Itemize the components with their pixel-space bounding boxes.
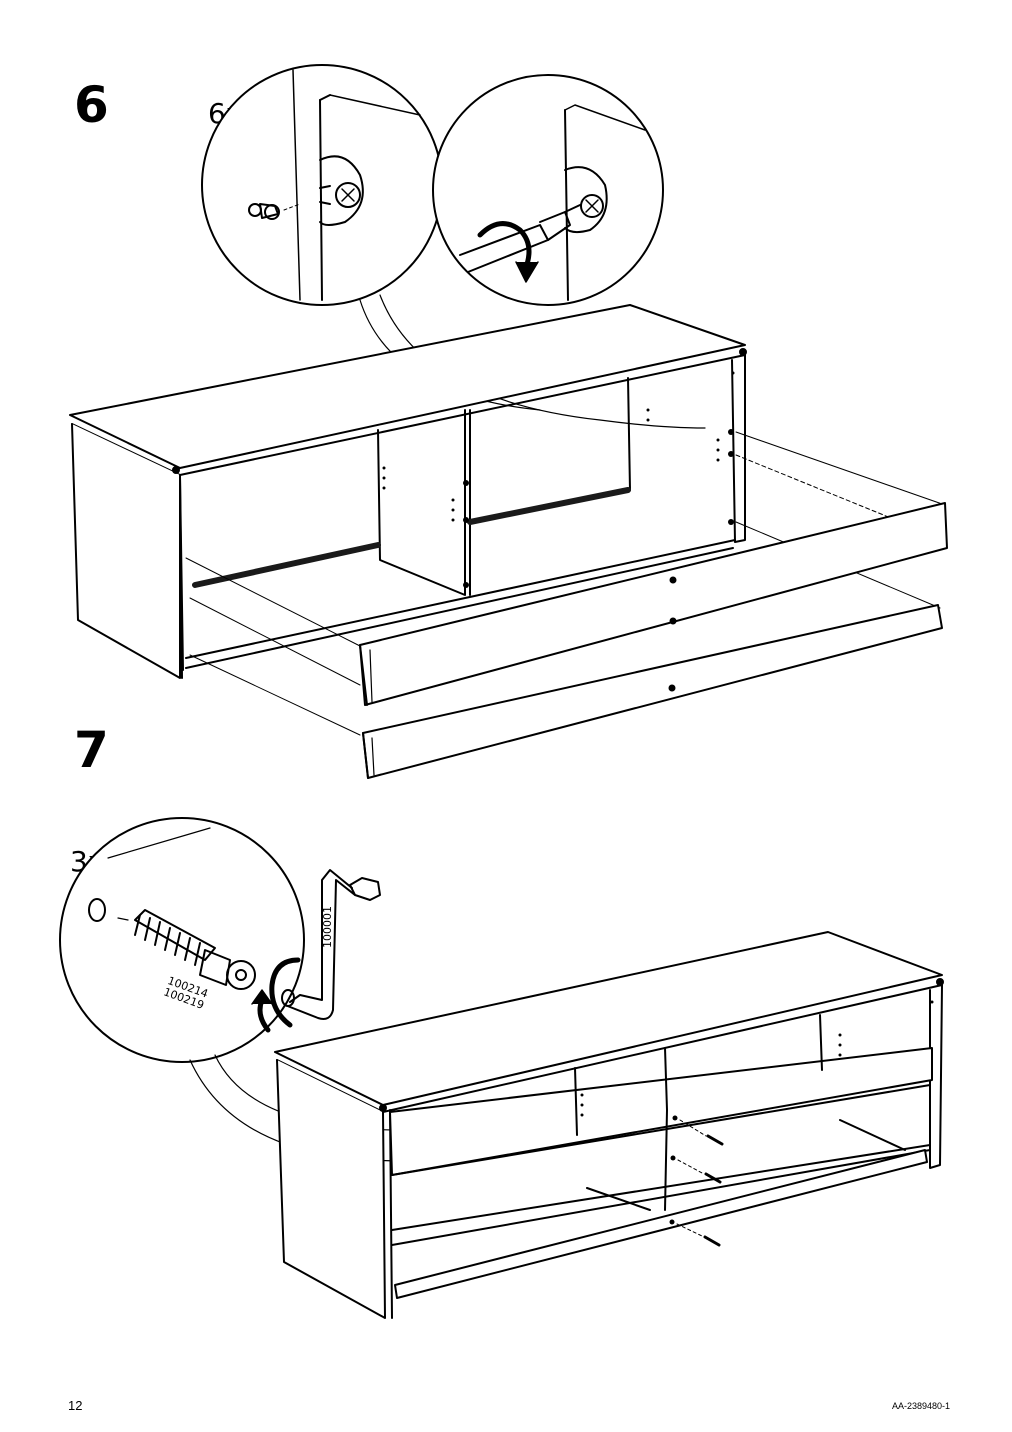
step-6-number: 6 bbox=[74, 76, 109, 134]
step-6-cabinet bbox=[69, 304, 747, 679]
screw-icon bbox=[248, 155, 364, 226]
tool-part-number: 100001 bbox=[321, 906, 334, 948]
step-6-detail-right bbox=[432, 74, 664, 306]
step-7-screws bbox=[676, 1119, 724, 1247]
dowel-screw-icon bbox=[134, 909, 256, 990]
screwdriver-icon bbox=[459, 204, 581, 273]
rotate-arrow-icon bbox=[269, 957, 301, 1028]
step-6-bottom-rail bbox=[362, 604, 943, 779]
step-7-detail bbox=[59, 817, 305, 1063]
document-id: AA-2389480-1 bbox=[891, 1401, 950, 1411]
step-7-number: 7 bbox=[74, 721, 109, 779]
rotate-arrow-icon bbox=[477, 221, 532, 273]
step-6-detail-left bbox=[201, 64, 443, 306]
step-6-guide-lines bbox=[185, 431, 946, 736]
step-7-cabinet bbox=[274, 931, 944, 1319]
allen-key-icon bbox=[281, 869, 381, 1020]
page-number: 12 bbox=[68, 1398, 83, 1413]
step-6-front-rail bbox=[359, 502, 948, 706]
